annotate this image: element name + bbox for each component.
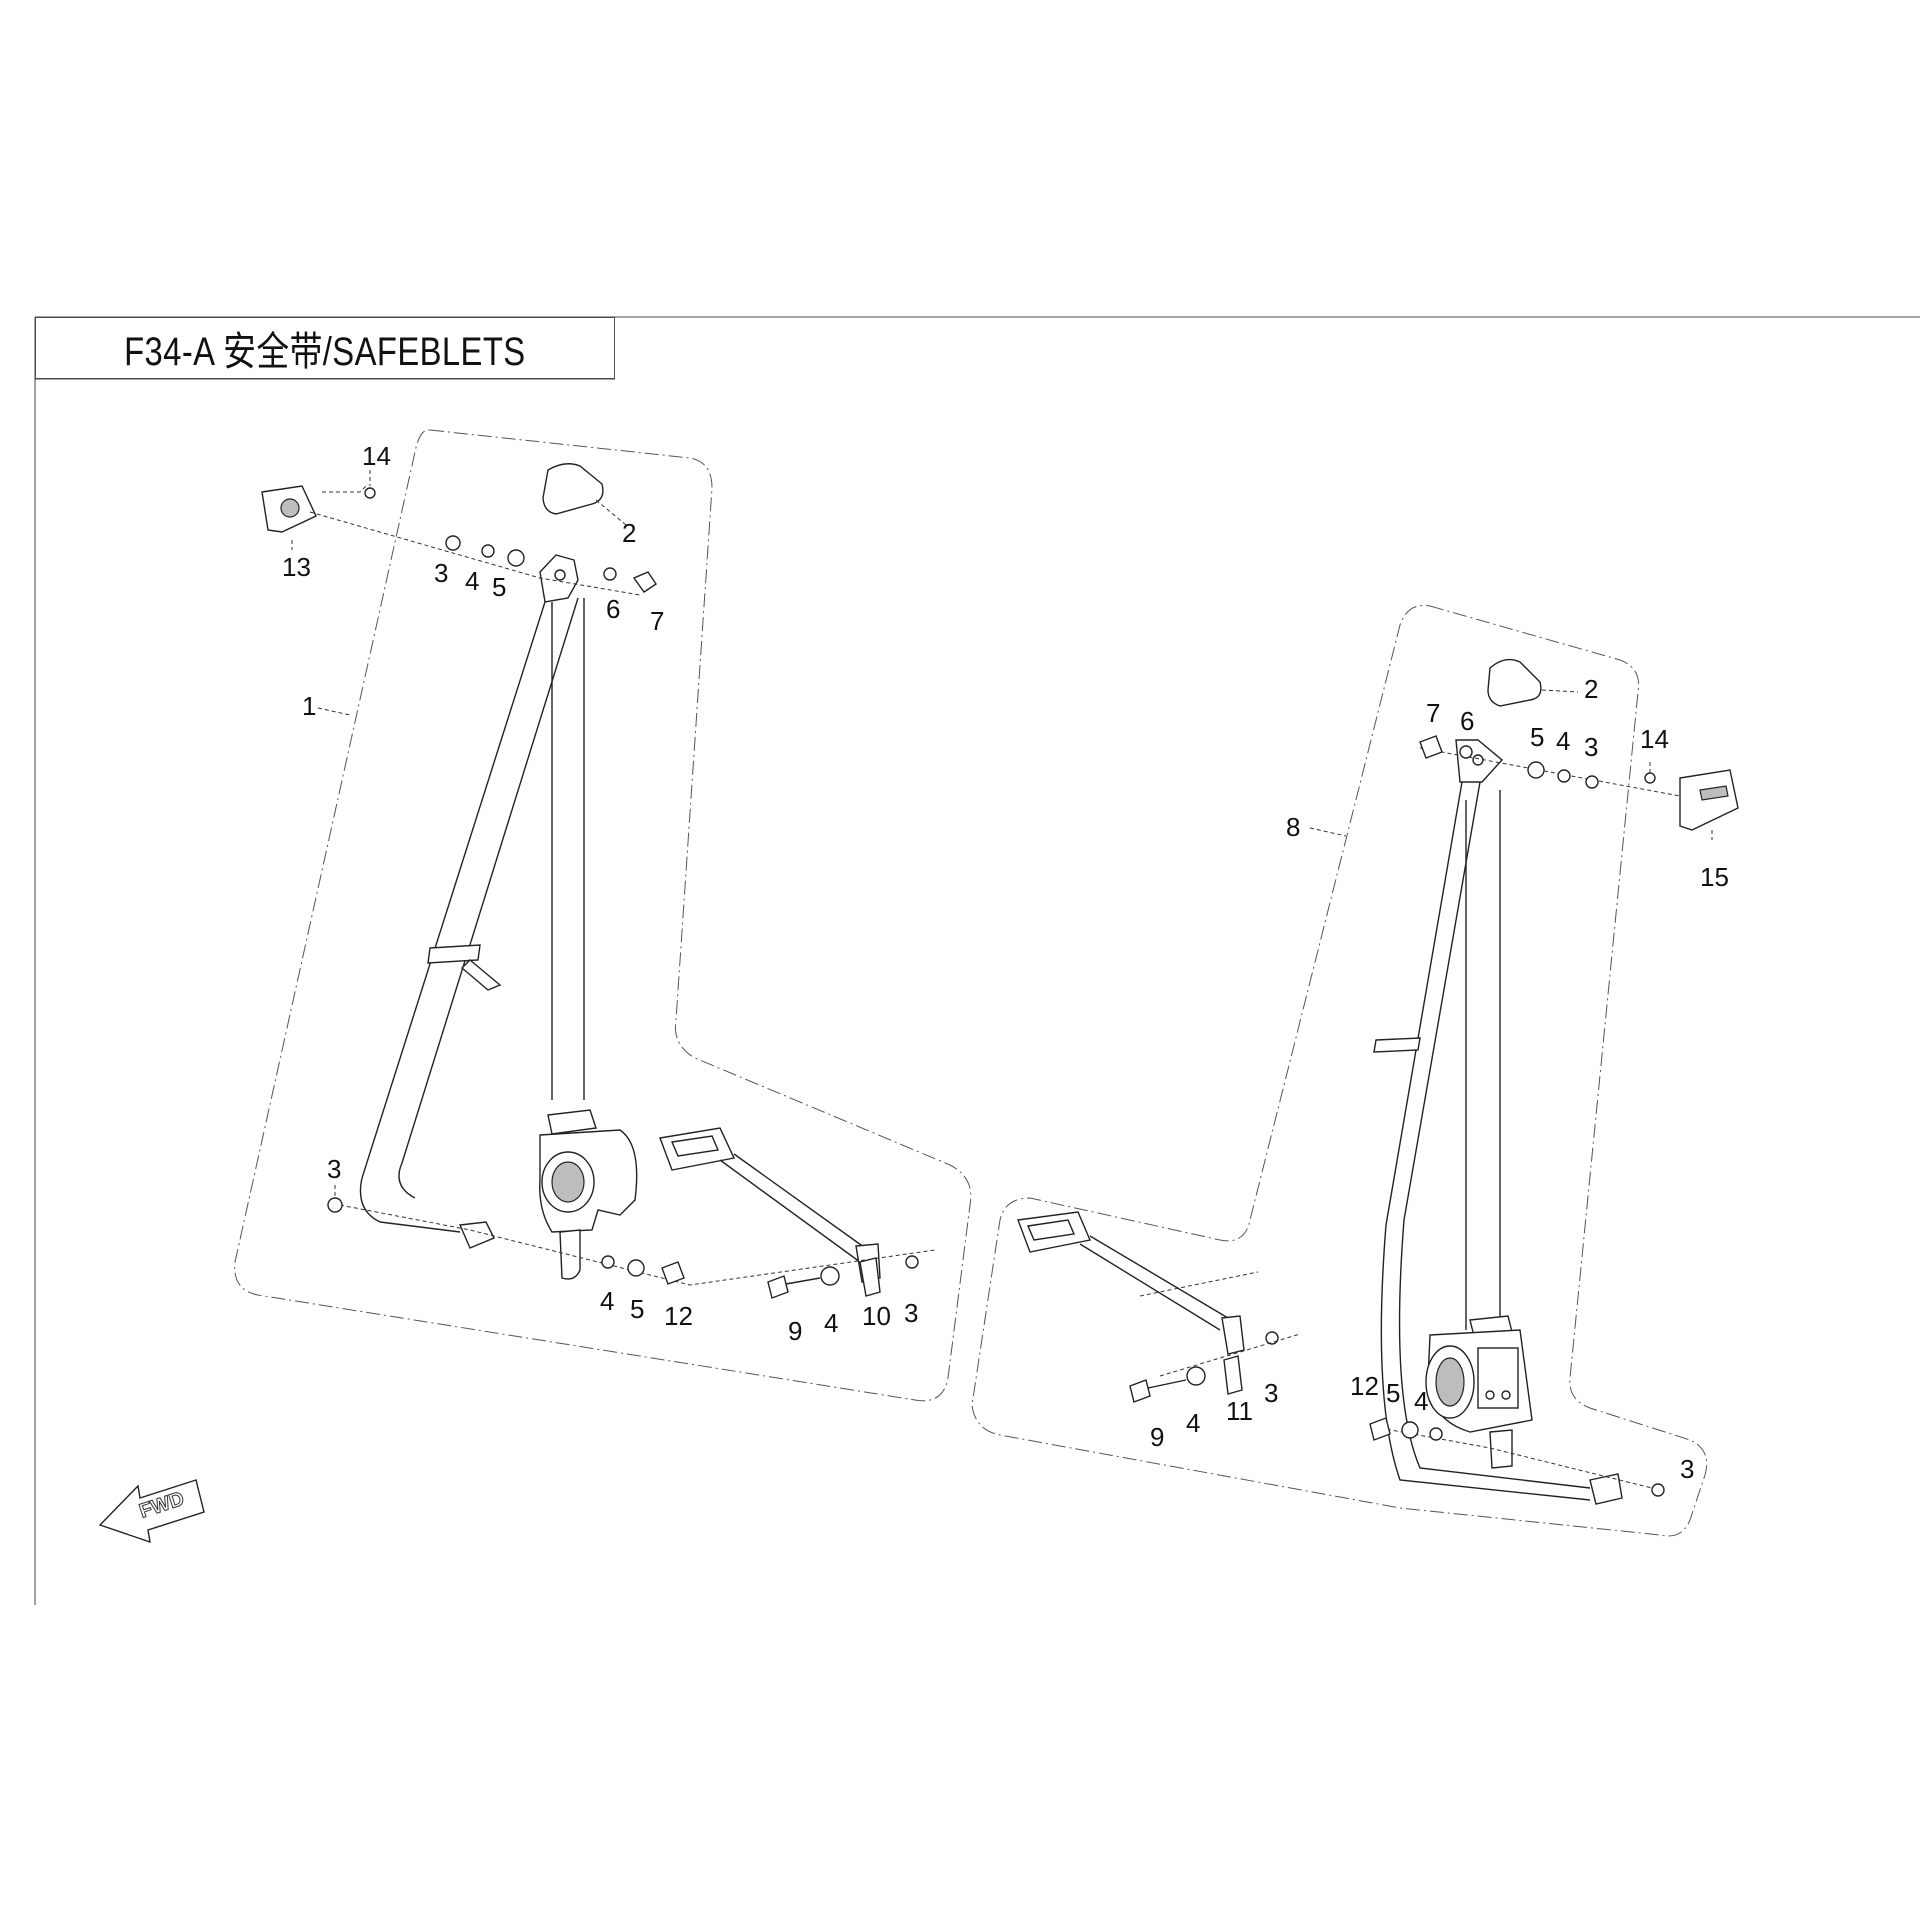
callout-right-3c: 3 [1680, 1454, 1694, 1484]
callout-left-10: 10 [862, 1301, 891, 1331]
callout-right-15: 15 [1700, 862, 1729, 892]
callout-left-2: 2 [622, 518, 636, 548]
right-bracket-11 [1223, 1355, 1243, 1395]
callout-right-4: 4 [1556, 726, 1570, 756]
callout-left-12: 12 [664, 1301, 693, 1331]
left-buckle [659, 1127, 881, 1283]
left-bolt-9 [767, 1275, 789, 1299]
right-washer-5b [1401, 1421, 1419, 1439]
right-bolt-12 [1369, 1417, 1391, 1441]
callout-right-9: 9 [1150, 1422, 1164, 1452]
right-nut-3b [1265, 1331, 1279, 1345]
callout-right-11: 11 [1226, 1396, 1253, 1426]
right-retractor [1425, 1315, 1533, 1469]
right-washer-5 [1527, 761, 1545, 779]
right-spacer-6 [1459, 745, 1473, 759]
callout-left-3c: 3 [904, 1298, 918, 1328]
sheet-frame [34, 316, 1920, 1605]
callout-left-1: 1 [302, 691, 316, 721]
callout-left-4c: 4 [824, 1308, 838, 1338]
right-trim-cover [1487, 658, 1542, 707]
right-bolt-9 [1129, 1379, 1151, 1403]
callout-left-7: 7 [650, 606, 664, 636]
callout-right-3a: 3 [1584, 732, 1598, 762]
left-nut-14 [364, 487, 376, 499]
left-bolt-12 [661, 1261, 685, 1285]
left-nut-3b [327, 1197, 343, 1213]
callout-right-4b: 4 [1186, 1408, 1200, 1438]
left-seatbelt-assembly [234, 429, 972, 1402]
left-bolt-7 [632, 571, 657, 593]
callout-right-8: 8 [1286, 812, 1300, 842]
left-washer-5b [627, 1259, 645, 1277]
left-nut-3c [905, 1255, 919, 1269]
callout-left-13: 13 [282, 552, 311, 582]
callout-left-9: 9 [788, 1316, 802, 1346]
callout-left-3a: 3 [434, 558, 448, 588]
callout-right-14: 14 [1640, 724, 1669, 754]
callout-left-3b: 3 [327, 1154, 341, 1184]
callout-left-14: 14 [362, 441, 391, 471]
left-nut-3a [445, 535, 461, 551]
left-washer-4b [601, 1255, 615, 1269]
callout-right-4c: 4 [1414, 1386, 1428, 1416]
right-buckle [1017, 1211, 1245, 1355]
right-bolt-7 [1419, 735, 1443, 759]
left-boundary [234, 429, 972, 1402]
left-washer-5a [507, 549, 525, 567]
right-nut-3a [1585, 775, 1599, 789]
left-washer-4a [481, 544, 495, 558]
callout-right-7: 7 [1426, 698, 1440, 728]
callout-left-4b: 4 [600, 1286, 614, 1316]
right-d-ring-cover [1679, 769, 1739, 831]
right-washer-4c [1429, 1427, 1443, 1441]
callout-right-3b: 3 [1264, 1378, 1278, 1408]
title-box: F34-A 安全带/SAFEBLETS [35, 317, 615, 379]
left-callouts: 1 2 3 4 5 6 7 13 14 3 4 5 12 9 4 10 3 [282, 441, 918, 1346]
right-boundary [971, 604, 1708, 1537]
fwd-arrow-icon: FWD [98, 1479, 205, 1544]
right-nut-3c [1651, 1483, 1665, 1497]
callout-right-5b: 5 [1386, 1378, 1400, 1408]
callout-right-12: 12 [1350, 1371, 1379, 1401]
page-title: F34-A 安全带/SAFEBLETS [124, 330, 526, 374]
right-nut-14 [1644, 772, 1656, 784]
callout-right-5: 5 [1530, 722, 1544, 752]
right-callouts: 8 2 7 6 5 4 3 14 15 9 4 11 3 12 5 4 3 [1150, 674, 1729, 1484]
callout-left-5b: 5 [630, 1294, 644, 1324]
left-trim-cover [542, 463, 604, 515]
callout-right-6: 6 [1460, 706, 1474, 736]
callout-left-6: 6 [606, 594, 620, 624]
left-washer-4c [820, 1266, 840, 1286]
left-retractor [539, 1109, 638, 1280]
callout-right-2: 2 [1584, 674, 1598, 704]
right-washer-4 [1557, 769, 1571, 783]
left-spacer-6 [603, 567, 617, 581]
right-washer-4b [1186, 1366, 1206, 1386]
right-seatbelt-assembly [971, 604, 1739, 1537]
left-bracket-10 [859, 1257, 881, 1297]
callout-left-5a: 5 [492, 572, 506, 602]
callout-left-4a: 4 [465, 566, 479, 596]
